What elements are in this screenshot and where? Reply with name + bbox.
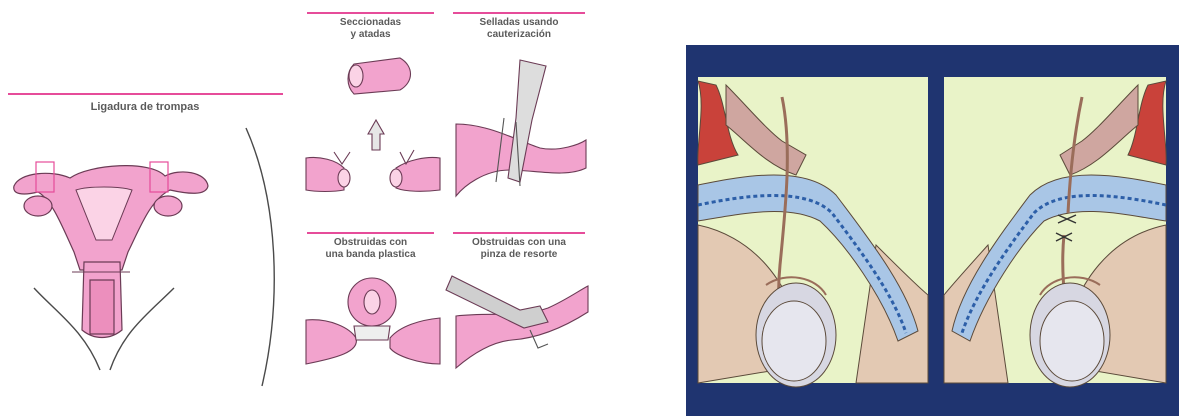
body-outline [34, 128, 274, 386]
method-rule-1 [307, 12, 434, 14]
method-cut-tied-drawing [306, 58, 440, 192]
method-clip-drawing [446, 276, 588, 368]
method-label-cauterization: Selladas usando cauterización [453, 17, 585, 41]
tubal-ligation-illustration [0, 0, 600, 416]
method-label-band: Obstruidas con una banda plastica [307, 237, 434, 261]
method-cauterization-drawing [456, 60, 586, 196]
method-rule-2 [453, 12, 585, 14]
method-rule-4 [453, 232, 585, 234]
vasectomy-figure [686, 45, 1179, 416]
method-band-drawing [306, 278, 440, 364]
tubal-ligation-figure: Ligadura de trompas [0, 0, 600, 416]
method-label-clip: Obstruidas con una pinza de resorte [453, 237, 585, 261]
vasectomy-illustration [686, 45, 1179, 416]
method-label-cut-tied: Seccionadas y atadas [307, 17, 434, 41]
method-rule-3 [307, 232, 434, 234]
